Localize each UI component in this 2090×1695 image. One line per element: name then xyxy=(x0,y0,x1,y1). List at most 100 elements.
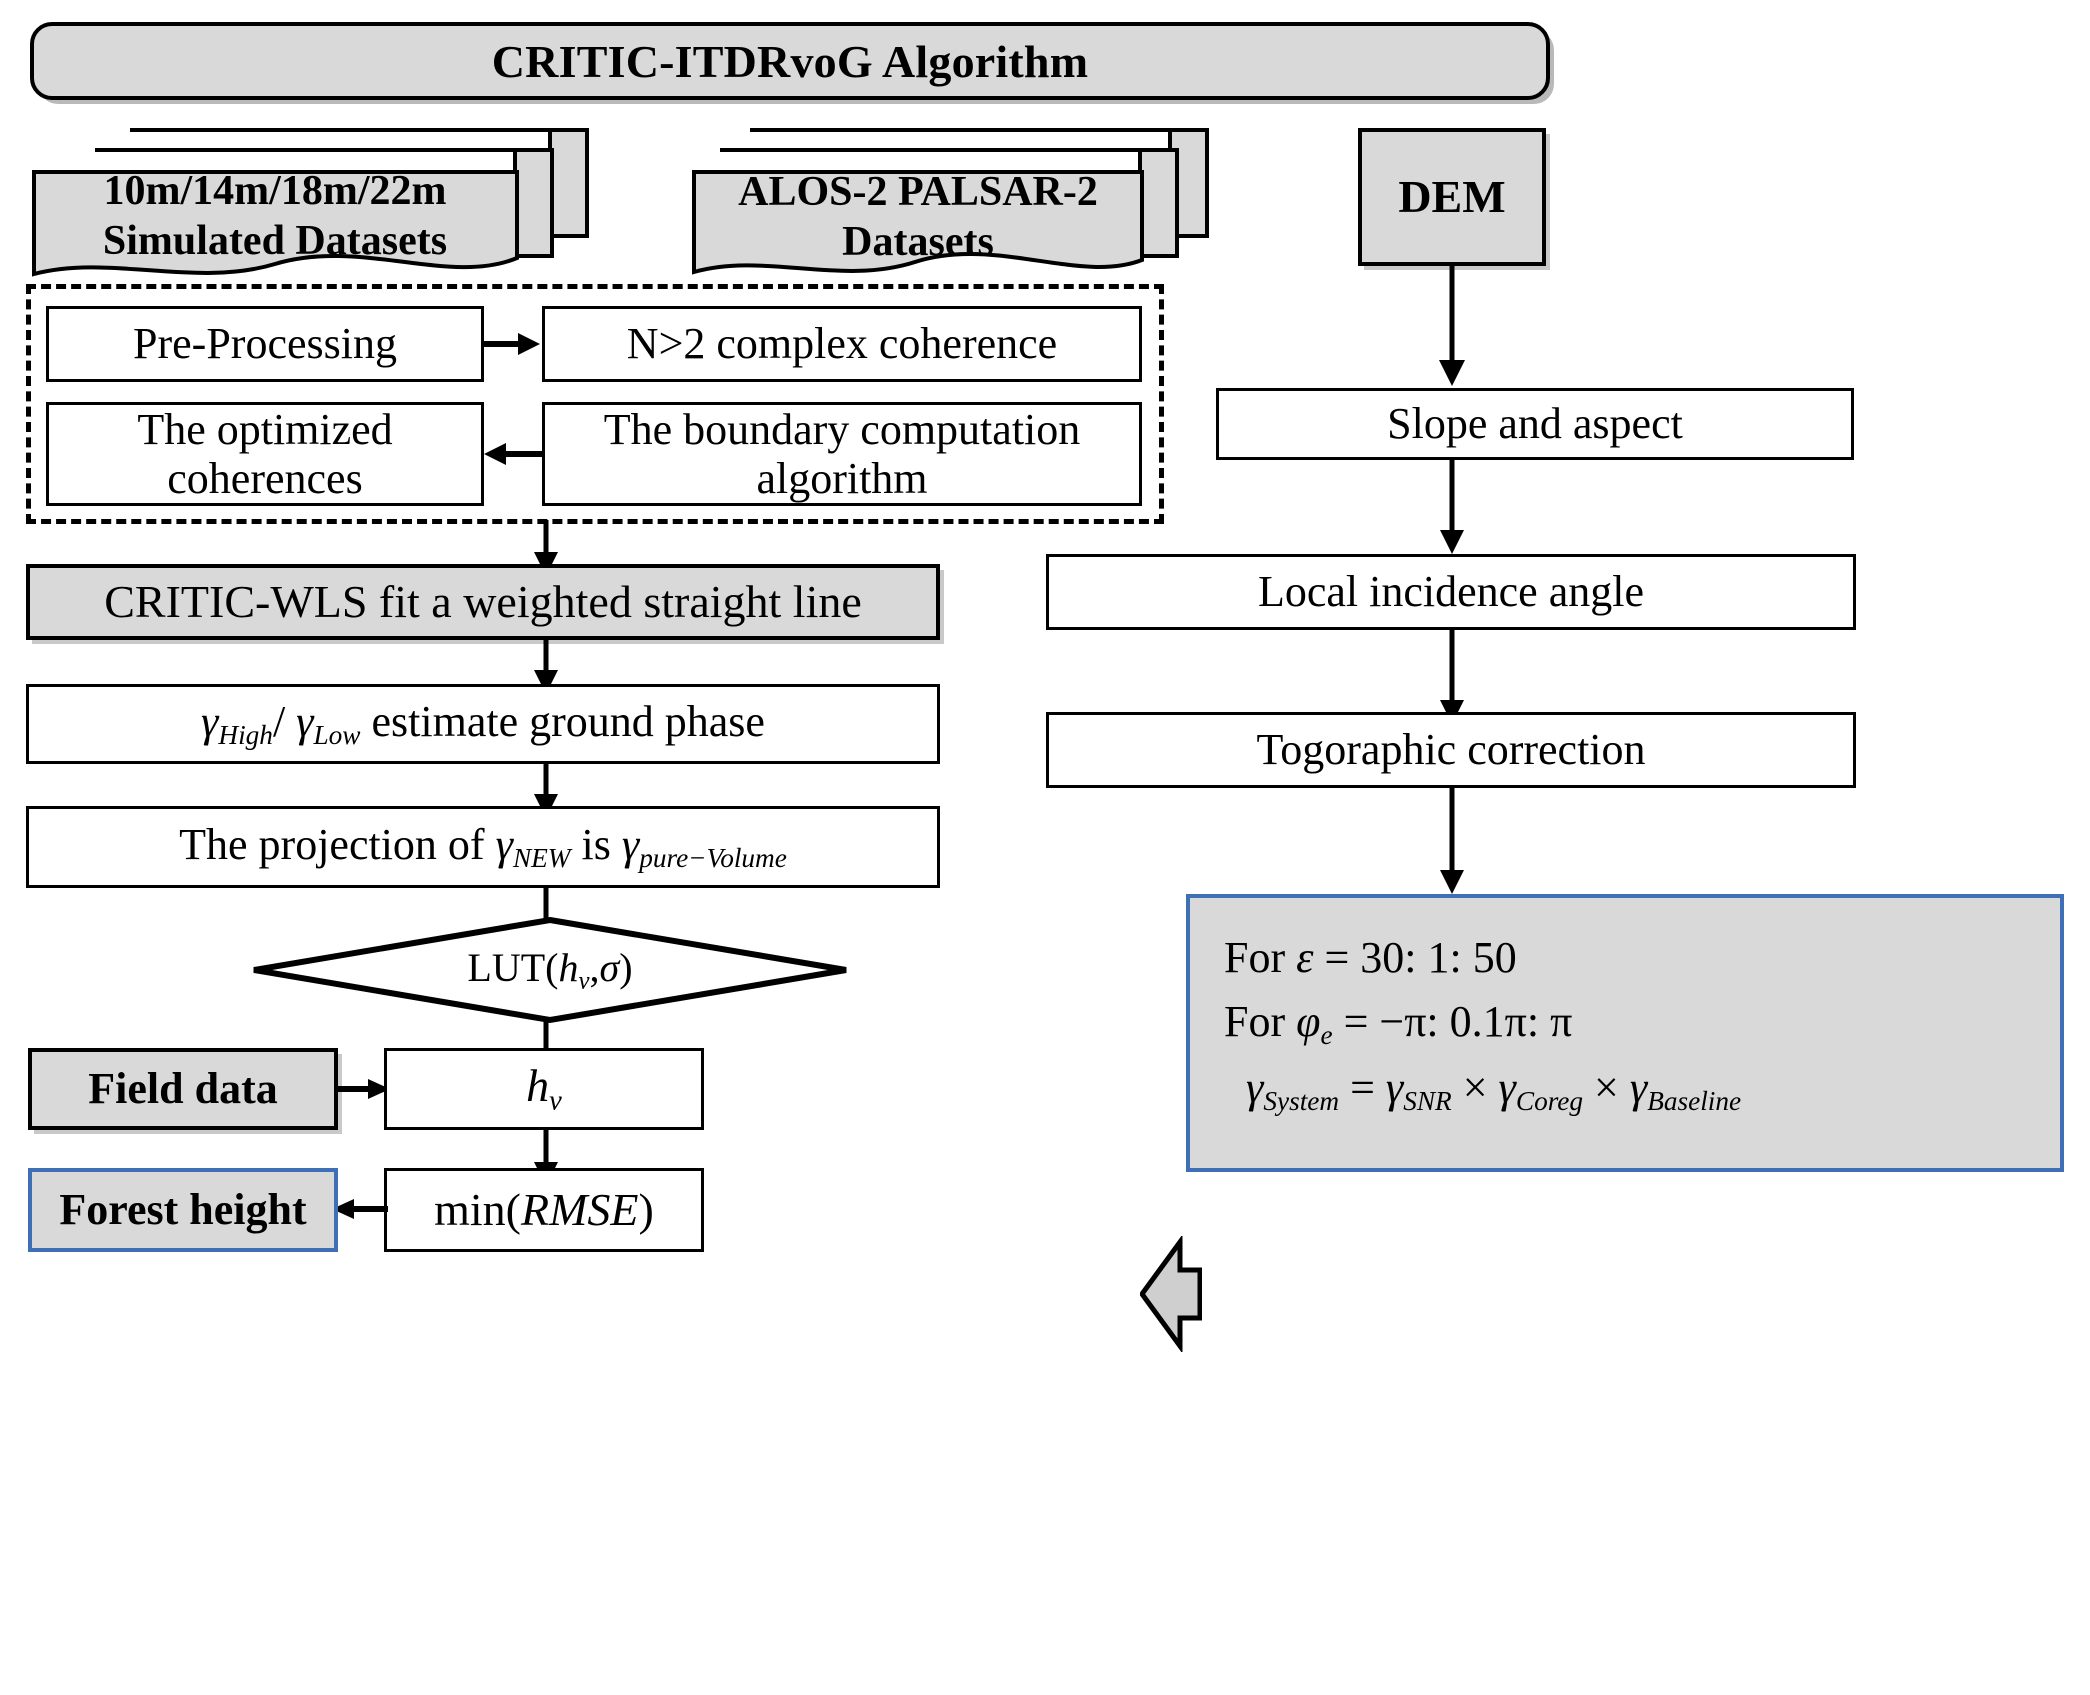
arrow-boundary-to-optimized xyxy=(484,443,542,465)
arrow-topocorrection-to-looppanel xyxy=(1440,788,1464,894)
loop-eq-1: = xyxy=(1324,933,1350,982)
loop-for-1: For xyxy=(1224,933,1286,982)
arrow-preprocessing-to-coherence xyxy=(484,333,540,355)
complex-coherence-label: N>2 complex coherence xyxy=(626,319,1058,369)
arrow-criticwls-to-groundphase xyxy=(534,640,558,694)
gamma-new-subscript: NEW xyxy=(512,843,571,874)
projection-mid: is xyxy=(581,820,611,870)
hv-expression: hv xyxy=(526,1060,562,1117)
alos2-datasets-label: ALOS-2 PALSAR-2 Datasets xyxy=(698,169,1138,265)
simulated-datasets-line1: 10m/14m/18m/22m xyxy=(103,168,447,215)
block-arrow-panel-to-lut xyxy=(1138,1234,1203,1354)
forest-height-label: Forest height xyxy=(59,1185,307,1235)
input-alos2-datasets: ALOS-2 PALSAR-2 Datasets xyxy=(690,128,1250,278)
arrow-minrmse-to-forestheight xyxy=(332,1199,388,1219)
phi-subscript: e xyxy=(1320,1019,1333,1050)
lut-comma: , xyxy=(589,945,600,991)
min-rmse-body: RMSE xyxy=(521,1184,639,1236)
slope-aspect-label: Slope and aspect xyxy=(1387,399,1683,449)
gamma-low-symbol: γ xyxy=(296,697,314,747)
title-banner: CRITIC-ITDRvoG Algorithm xyxy=(30,22,1550,100)
dashed-processing-group xyxy=(26,284,1164,524)
alos2-datasets-line1: ALOS-2 PALSAR-2 xyxy=(738,169,1098,216)
lut-sigma-symbol: σ xyxy=(599,945,620,991)
loop-parameters-panel: For ε = 30: 1: 50 For φe = −π: 0.1π: π γ… xyxy=(1186,894,2064,1172)
times-operator-2: × xyxy=(1594,1062,1619,1112)
hv-subscript: v xyxy=(549,1085,562,1117)
ground-phase-slash: / xyxy=(272,697,286,747)
input-simulated-datasets: 10m/14m/18m/22m Simulated Datasets xyxy=(30,128,590,278)
loop-line-gamma-system: γSystem = γSNR × γCoreg × γBaseline xyxy=(1224,1056,2026,1122)
title-banner-label: CRITIC-ITDRvoG Algorithm xyxy=(491,35,1089,87)
step-complex-coherence: N>2 complex coherence xyxy=(542,306,1142,382)
step-slope-aspect: Slope and aspect xyxy=(1216,388,1854,460)
gamma-purevolume-symbol: γ xyxy=(621,820,640,870)
gamma-high-subscript: High xyxy=(218,720,273,751)
step-projection: The projection of γNEW is γpure−Volume xyxy=(26,806,940,888)
local-incidence-label: Local incidence angle xyxy=(1257,567,1644,617)
gamma-purevolume-subscript: pure−Volume xyxy=(639,843,787,874)
arrow-slope-to-localincidence xyxy=(1440,460,1464,554)
gamma-coreg-subscript: Coreg xyxy=(1515,1085,1584,1116)
input-field-data: Field data xyxy=(28,1048,338,1130)
alos2-datasets-line2: Datasets xyxy=(842,219,994,265)
boundary-algorithm-line2: algorithm xyxy=(756,454,928,503)
step-pre-processing: Pre-Processing xyxy=(46,306,484,382)
simulated-datasets-line2: Simulated Datasets xyxy=(102,218,448,264)
lut-h-symbol: h xyxy=(558,945,579,991)
topographic-correction-label: Togoraphic correction xyxy=(1256,725,1646,775)
arrow-fielddata-to-hv xyxy=(336,1079,390,1099)
dem-label: DEM xyxy=(1398,171,1506,223)
gamma-new-symbol: γ xyxy=(495,820,513,870)
result-hv: hv xyxy=(384,1048,704,1130)
input-dem: DEM xyxy=(1358,128,1546,266)
lut-prefix: LUT( xyxy=(467,945,559,991)
loop-range-1: 30: 1: 50 xyxy=(1360,933,1517,982)
field-data-label: Field data xyxy=(88,1064,278,1114)
step-optimized-coherences: The optimized coherences xyxy=(46,402,484,506)
pre-processing-label: Pre-Processing xyxy=(133,319,397,369)
gamma-snr-subscript: SNR xyxy=(1403,1085,1452,1116)
step-critic-wls: CRITIC-WLS fit a weighted straight line xyxy=(26,564,940,640)
lut-h-subscript: v xyxy=(578,967,590,995)
gamma-coreg-symbol: γ xyxy=(1498,1062,1516,1112)
loop-line-phi: For φe = −π: 0.1π: π xyxy=(1224,990,2026,1056)
hv-symbol: h xyxy=(526,1060,550,1112)
output-forest-height: Forest height xyxy=(28,1168,338,1252)
critic-wls-label: CRITIC-WLS fit a weighted straight line xyxy=(104,576,862,628)
step-ground-phase: γHigh/ γLow estimate ground phase xyxy=(26,684,940,764)
loop-line-epsilon: For ε = 30: 1: 50 xyxy=(1224,926,2026,990)
gamma-system-symbol: γ xyxy=(1246,1062,1264,1112)
gamma-baseline-symbol: γ xyxy=(1629,1062,1648,1112)
gamma-high-symbol: γ xyxy=(201,697,219,747)
lut-expression: LUT(hv,σ) xyxy=(250,916,850,1024)
loop-eq-2: = xyxy=(1343,996,1369,1046)
projection-expression: The projection of γNEW is γpure−Volume xyxy=(179,820,787,874)
step-boundary-algorithm: The boundary computation algorithm xyxy=(542,402,1142,506)
times-operator-1: × xyxy=(1462,1062,1488,1112)
step-min-rmse: min(RMSE) xyxy=(384,1168,704,1252)
ground-phase-expression: γHigh/ γLow estimate ground phase xyxy=(201,697,765,751)
optimized-coherences-line1: The optimized xyxy=(137,404,393,454)
optimized-coherences-line2: coherences xyxy=(167,454,363,503)
boundary-algorithm-line1: The boundary computation xyxy=(603,404,1081,454)
gamma-system-subscript: System xyxy=(1263,1085,1340,1116)
loop-range-2: −π: 0.1π: π xyxy=(1379,996,1573,1046)
min-rmse-prefix: min( xyxy=(434,1184,522,1236)
projection-head: The projection of xyxy=(179,820,485,870)
loop-for-2: For xyxy=(1224,996,1286,1046)
arrow-dem-to-slope xyxy=(1439,262,1465,386)
phi-symbol: φ xyxy=(1296,996,1321,1046)
simulated-datasets-label: 10m/14m/18m/22m Simulated Datasets xyxy=(38,168,512,264)
decision-lut: LUT(hv,σ) xyxy=(250,916,850,1024)
ground-phase-tail: estimate ground phase xyxy=(371,697,765,747)
min-rmse-expression: min(RMSE) xyxy=(434,1184,654,1236)
loop-eq-3: = xyxy=(1350,1062,1375,1112)
gamma-baseline-subscript: Baseline xyxy=(1647,1085,1742,1116)
lut-suffix: ) xyxy=(619,945,633,991)
step-local-incidence: Local incidence angle xyxy=(1046,554,1856,630)
min-rmse-suffix: ) xyxy=(638,1184,654,1236)
gamma-snr-symbol: γ xyxy=(1385,1062,1404,1112)
gamma-low-subscript: Low xyxy=(313,720,361,751)
